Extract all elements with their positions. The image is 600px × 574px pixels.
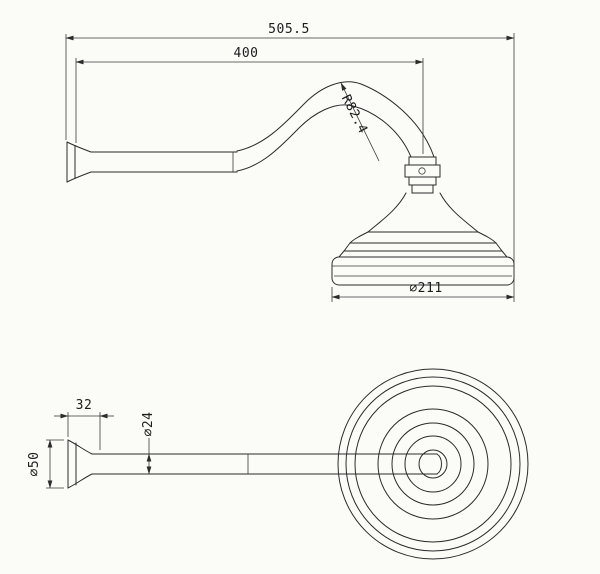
- dim-flange-depth: 32: [76, 398, 93, 413]
- dim-line-pipe-diameter: ⌀24: [141, 412, 156, 475]
- wall-flange-side: [66, 141, 92, 183]
- gooseneck-curve: [236, 81, 435, 172]
- dim-line-overall-length: 505.5: [65, 22, 515, 302]
- dim-line-flange-diameter: ⌀50: [27, 439, 64, 489]
- shower-arm-pipe-plan: [91, 453, 442, 475]
- dim-bend-radius: R82.4: [338, 92, 370, 136]
- dim-line-flange-depth: 32: [54, 398, 114, 450]
- shower-arm-pipe-side: [90, 151, 238, 173]
- plan-view: 32 ⌀24 ⌀50: [27, 368, 529, 560]
- dim-line-head-diameter: ⌀211: [331, 281, 515, 302]
- connector-nut: [404, 156, 441, 194]
- dim-arm-length: 400: [234, 46, 259, 61]
- dim-line-arm-length: 400: [75, 46, 424, 154]
- wall-flange-plan: [67, 439, 93, 489]
- dim-overall-length: 505.5: [268, 22, 310, 37]
- dim-head-diameter: ⌀211: [409, 281, 442, 296]
- dim-flange-diameter: ⌀50: [27, 452, 42, 477]
- shower-head-face-rings: [337, 368, 529, 560]
- side-view: 505.5 400 R82.4 ⌀211: [65, 22, 515, 302]
- dim-pipe-diameter: ⌀24: [141, 412, 156, 437]
- shower-head-bell: [331, 192, 515, 286]
- dim-leader-bend-radius: R82.4: [338, 82, 380, 162]
